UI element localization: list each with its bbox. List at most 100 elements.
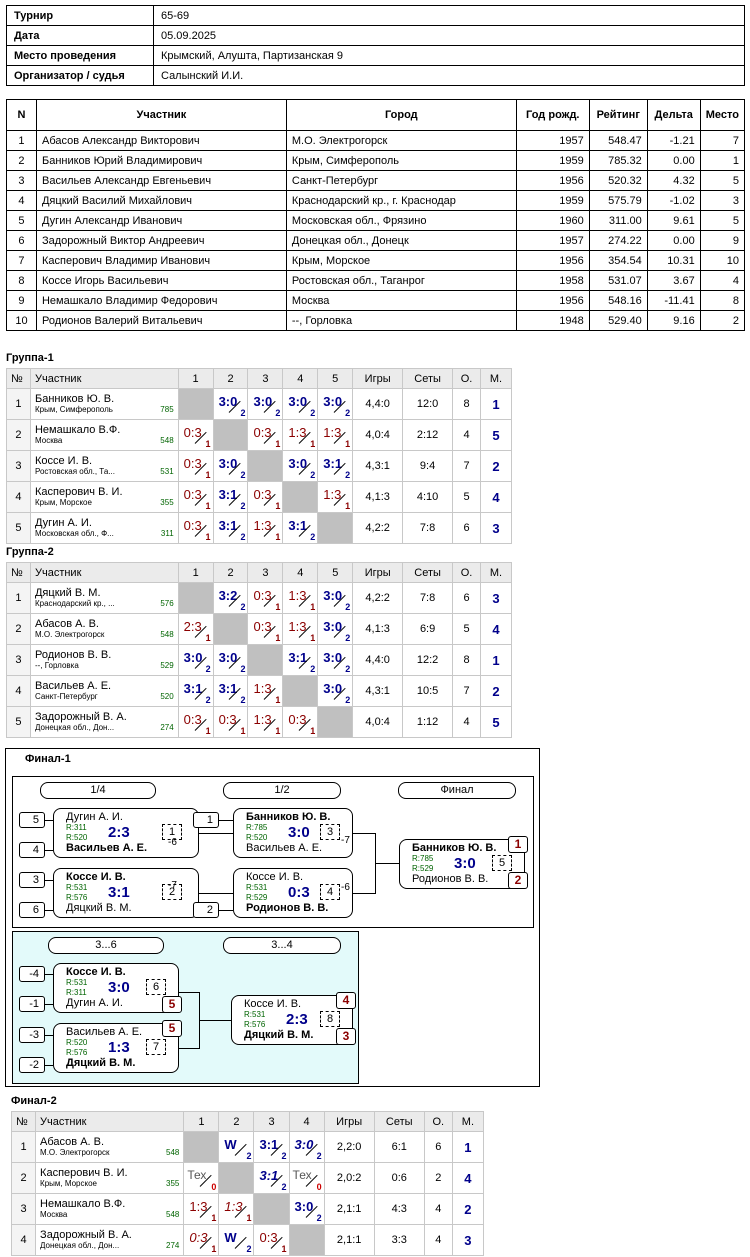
game-number: 3 (320, 824, 340, 840)
info-value: 05.09.2025 (153, 25, 745, 46)
table-cell: Дугин Александр Иванович (35, 210, 287, 231)
points-value: 8 (452, 388, 481, 420)
table-cell: 1956 (515, 170, 590, 191)
table-cell: 520.32 (588, 170, 648, 191)
player-name: Немашкало В.Ф. (34, 424, 121, 436)
table-cell: 1956 (515, 250, 590, 271)
match-points: 2 (205, 664, 211, 674)
match-score: 1:3 (288, 425, 307, 440)
self-cell (177, 582, 214, 614)
rating-top: R:531 (66, 883, 88, 892)
player-cell: Дяцкий В. М.Краснодарский кр., ...576 (29, 582, 179, 614)
match-points: 1 (345, 439, 351, 449)
row-number: 4 (10, 1224, 37, 1256)
player-name: Касперович В. И. (40, 1167, 128, 1179)
rating-top: R:520 (66, 1038, 88, 1047)
column-header: Игры (323, 1111, 375, 1132)
table-cell: 4.32 (646, 170, 701, 191)
column-header: М. (480, 562, 512, 583)
table-cell: 548.47 (588, 130, 648, 151)
player-rating: 274 (166, 1241, 180, 1250)
row-number: 1 (10, 1131, 37, 1163)
match-points: 2 (240, 664, 246, 674)
table-cell: 531.07 (588, 270, 648, 291)
game-number: 7 (146, 1039, 166, 1055)
column-header: Участник (35, 1111, 185, 1132)
connector-line (219, 910, 233, 911)
table-cell: 3 (699, 190, 746, 211)
place-value: 5 (479, 419, 513, 451)
match-score: 0:3 (253, 619, 272, 634)
table-cell: 1959 (515, 190, 590, 211)
column-header: № (6, 368, 31, 389)
player-rating: 531 (160, 467, 174, 476)
points-value: 6 (452, 512, 481, 544)
match-points: 2 (345, 695, 351, 705)
connector-line (179, 1048, 199, 1049)
table-cell: 10 (6, 310, 37, 331)
player-bottom: Дяцкий В. М. (244, 1029, 314, 1041)
column-header: М. (479, 368, 513, 389)
column-header: 5 (317, 562, 354, 583)
rating-top: R:785 (412, 854, 434, 863)
match-score: W (224, 1137, 237, 1152)
player-name: Задорожный В. А. (34, 711, 127, 723)
column-header: Сеты (402, 368, 454, 389)
table-cell: Москва (285, 290, 517, 311)
place-value: 3 (480, 582, 512, 614)
column-header: О. (452, 562, 481, 583)
player-name: Задорожный В. А. (40, 1229, 132, 1241)
group-1-title: Группа-1 (6, 352, 54, 364)
player-top: Коссе И. В. (66, 966, 126, 978)
seed-number: -2 (19, 1057, 45, 1073)
connector-line (45, 1035, 53, 1036)
table-cell: 4 (699, 270, 746, 291)
self-cell (253, 1193, 290, 1225)
connector-line (45, 880, 53, 881)
table-cell: 9.16 (646, 310, 701, 331)
connector-line (219, 820, 233, 821)
table-cell: 575.79 (588, 190, 648, 211)
row-number: 3 (6, 644, 31, 676)
table-cell: 274.22 (588, 230, 648, 251)
row-number: 4 (6, 481, 31, 513)
table-cell: 2 (6, 150, 37, 171)
match-points: 2 (345, 602, 351, 612)
diff-value: -7 (341, 835, 350, 846)
sets-value: 4:3 (373, 1193, 425, 1225)
column-header: Сеты (402, 562, 454, 583)
table-cell: 10 (699, 250, 746, 271)
match-score: 3:1 (288, 650, 308, 665)
table-cell: Дяцкий Василий Михайлович (35, 190, 287, 211)
table-cell: Крым, Симферополь (285, 150, 517, 171)
place-value: 4 (480, 613, 512, 645)
